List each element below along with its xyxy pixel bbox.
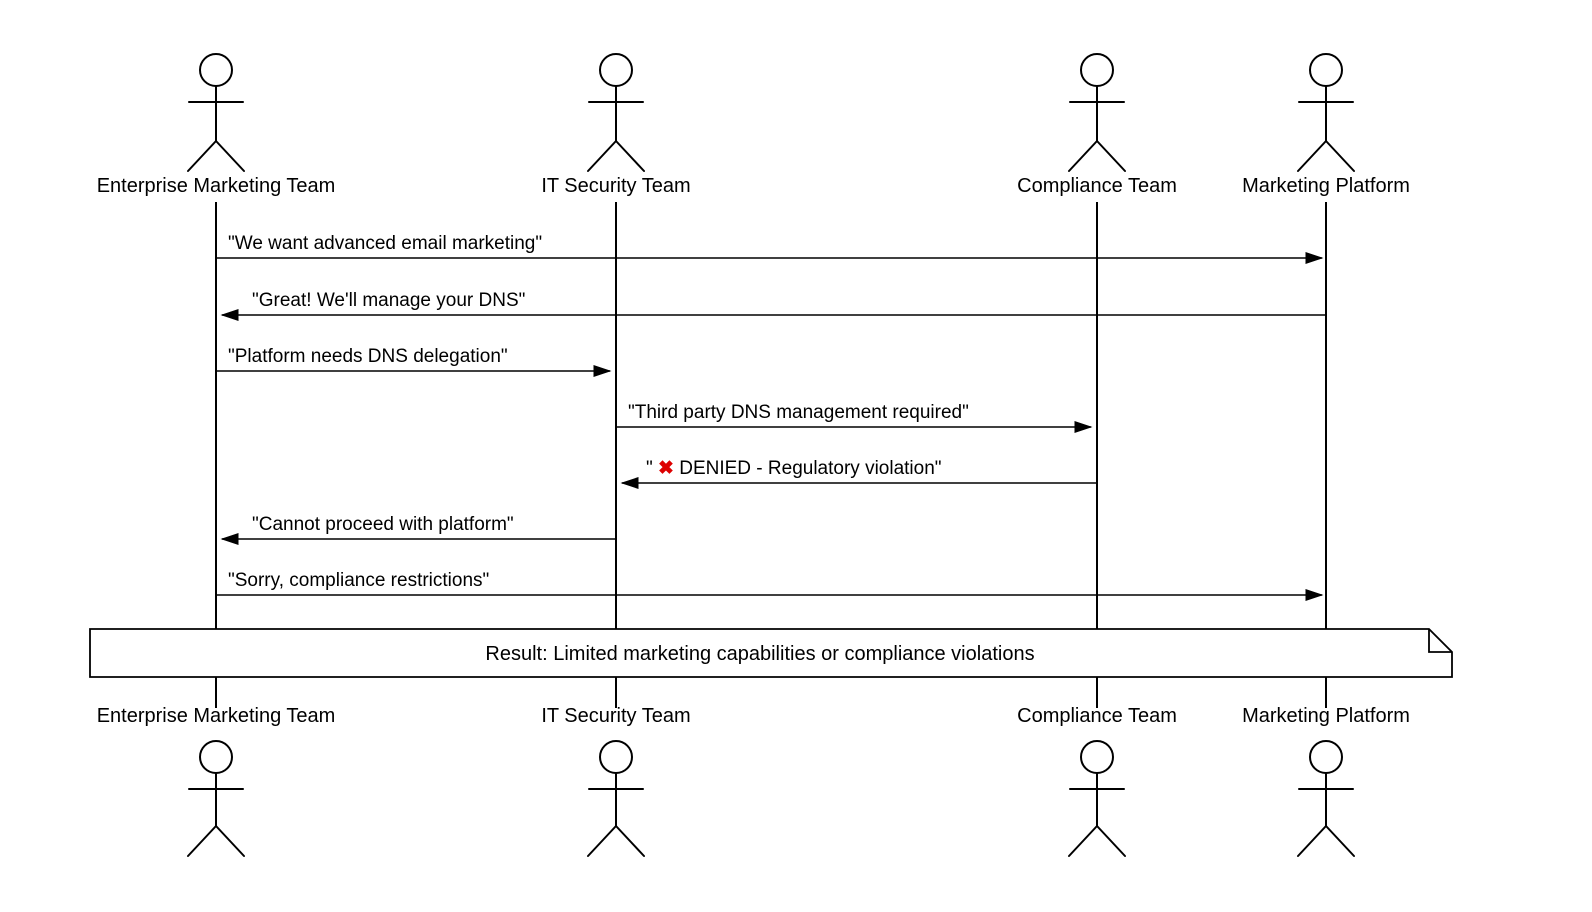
message-4: "Third party DNS management required"	[616, 402, 1093, 433]
actor-label: IT Security Team	[541, 705, 690, 727]
message-1: "We want advanced email marketing"	[216, 233, 1324, 264]
actor-label: Enterprise Marketing Team	[97, 705, 336, 727]
actor-label: Marketing Platform	[1242, 175, 1410, 197]
person-icon	[1297, 740, 1355, 857]
message-label: "Great! We'll manage your DNS"	[252, 290, 525, 311]
person-icon	[187, 53, 245, 172]
person-icon	[587, 53, 645, 172]
message-label-text: DENIED - Regulatory violation"	[679, 458, 941, 479]
person-icon	[1297, 53, 1355, 172]
quote-prefix: "	[646, 458, 653, 479]
person-icon	[1068, 740, 1126, 857]
note-body	[89, 628, 1453, 678]
actor-top-marketing-platform: Marketing Platform	[1242, 53, 1410, 197]
actor-label: Compliance Team	[1017, 705, 1177, 727]
denied-x-icon: ✖	[658, 458, 674, 479]
actor-bottom-it-security-team: IT Security Team	[541, 705, 691, 857]
actor-label: Compliance Team	[1017, 175, 1177, 197]
actor-top-compliance-team: Compliance Team	[1017, 53, 1177, 197]
note-label: Result: Limited marketing capabilities o…	[485, 643, 1034, 665]
message-label: "Third party DNS management required"	[628, 402, 969, 423]
actor-label: Marketing Platform	[1242, 705, 1410, 727]
message-2: "Great! We'll manage your DNS"	[220, 290, 1326, 321]
message-label: "We want advanced email marketing"	[228, 233, 542, 254]
message-label: "Sorry, compliance restrictions"	[228, 570, 489, 591]
result-note: Result: Limited marketing capabilities o…	[89, 628, 1453, 678]
actor-bottom-compliance-team: Compliance Team	[1017, 705, 1177, 857]
message-3: "Platform needs DNS delegation"	[216, 346, 612, 377]
actor-label: Enterprise Marketing Team	[97, 175, 336, 197]
actor-bottom-marketing-platform: Marketing Platform	[1242, 705, 1410, 857]
actor-label: IT Security Team	[541, 175, 690, 197]
message-label: " ✖ DENIED - Regulatory violation"	[646, 458, 942, 479]
person-icon	[1068, 53, 1126, 172]
message-6: "Cannot proceed with platform"	[220, 514, 616, 545]
message-label: "Cannot proceed with platform"	[252, 514, 514, 535]
actor-top-enterprise-marketing-team: Enterprise Marketing Team	[97, 53, 336, 197]
actor-top-it-security-team: IT Security Team	[541, 53, 691, 197]
message-label: "Platform needs DNS delegation"	[228, 346, 508, 367]
person-icon	[187, 740, 245, 857]
actor-bottom-enterprise-marketing-team: Enterprise Marketing Team	[97, 705, 336, 857]
person-icon	[587, 740, 645, 857]
message-5-denied: " ✖ DENIED - Regulatory violation"	[620, 458, 1097, 489]
note-fold-corner-icon	[1428, 629, 1452, 653]
message-7: "Sorry, compliance restrictions"	[216, 570, 1324, 601]
